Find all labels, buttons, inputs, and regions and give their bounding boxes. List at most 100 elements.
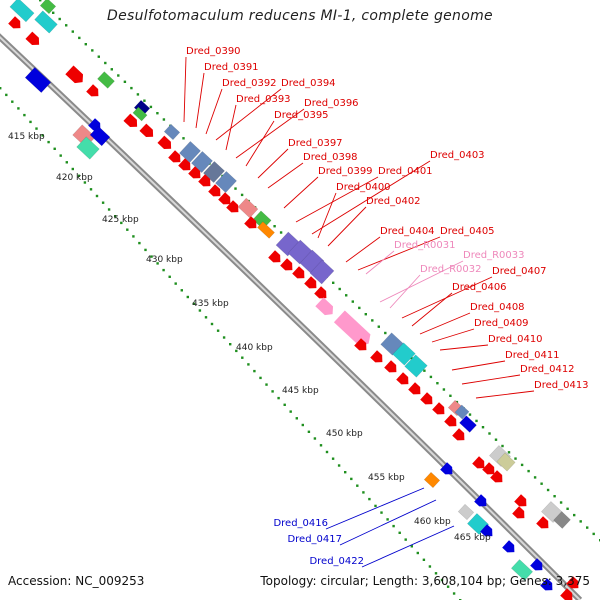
gene-label[interactable]: Dred_0411 <box>505 350 560 361</box>
gene-arrow <box>178 158 191 171</box>
gene-label[interactable]: Dred_0410 <box>488 334 543 345</box>
gene-label[interactable]: Dred_0397 <box>288 138 343 149</box>
gene-arrow <box>304 276 317 289</box>
outer-tick-dot <box>546 488 550 492</box>
scale-label: 455 kbp <box>368 473 405 483</box>
leader-line <box>295 176 379 223</box>
gene-label[interactable]: Dred_0400 <box>336 182 391 193</box>
outer-tick-dot <box>162 118 166 121</box>
feature-block <box>392 342 416 366</box>
gene-arrow <box>482 462 495 475</box>
gene-label[interactable]: Dred_0390 <box>186 46 241 57</box>
inner-tick-dot <box>277 396 280 400</box>
inner-tick-dot <box>101 201 105 204</box>
outer-tick-dot <box>442 388 446 391</box>
gene-label[interactable]: Dred_R0031 <box>394 240 456 251</box>
outer-tick-dot <box>514 457 517 460</box>
outer-tick-dot <box>384 331 387 335</box>
gene-label[interactable]: Dred_0408 <box>470 302 525 313</box>
inner-tick-dot <box>398 531 401 534</box>
gene-label[interactable]: Dred_0401 <box>378 166 433 177</box>
feature-block <box>237 197 259 219</box>
outer-tick-dot <box>573 513 576 517</box>
inner-tick-dot <box>337 464 341 467</box>
inner-tick-dot <box>241 356 244 359</box>
gene-arrow <box>502 540 515 553</box>
scale-label: 430 kbp <box>146 255 183 265</box>
outer-tick-dot <box>39 0 42 2</box>
inner-tick-dot <box>156 262 159 265</box>
gene-label[interactable]: Dred_0396 <box>304 98 359 109</box>
leader-line <box>205 88 223 135</box>
gene-label[interactable]: Dred_0395 <box>274 110 329 121</box>
leader-line <box>195 72 205 129</box>
inner-tick-dot <box>71 167 74 171</box>
gene-label[interactable]: Dred_R0032 <box>420 264 482 275</box>
gene-label[interactable]: Dred_0398 <box>303 152 358 163</box>
inner-tick-dot <box>235 349 238 353</box>
gene-label[interactable]: Dred_0405 <box>440 226 495 237</box>
gene-arrow <box>354 338 367 351</box>
scale-label: 415 kbp <box>8 132 45 142</box>
feature-block <box>163 123 181 141</box>
feature-block <box>496 452 516 472</box>
leader-line <box>235 108 305 159</box>
inner-tick-dot <box>313 437 317 440</box>
scale-label: 460 kbp <box>414 517 451 527</box>
gene-label[interactable]: Dred_0422 <box>309 556 364 567</box>
gene-label[interactable]: Dred_0391 <box>204 62 259 73</box>
outer-tick-dot <box>371 319 374 322</box>
outer-tick-dot <box>566 507 569 510</box>
gene-arrow <box>474 494 487 507</box>
inner-tick-dot <box>216 329 220 332</box>
gene-label[interactable]: Dred_0416 <box>273 518 328 529</box>
gene-arrow <box>472 456 485 469</box>
inner-tick-dot <box>452 592 456 595</box>
inner-tick-dot <box>368 497 371 501</box>
inner-tick-dot <box>17 107 20 110</box>
inner-tick-dot <box>301 423 304 427</box>
outer-tick-dot <box>65 24 68 27</box>
gene-label[interactable]: Dred_R0033 <box>463 250 525 261</box>
gene-label[interactable]: Dred_0402 <box>366 196 421 207</box>
gene-label[interactable]: Dred_0409 <box>474 318 529 329</box>
inner-tick-dot <box>89 188 93 191</box>
gene-arrow <box>280 258 293 271</box>
inner-tick-dot <box>114 215 117 218</box>
leader-line <box>431 328 475 343</box>
gene-arrow <box>157 135 172 150</box>
gene-arrow <box>408 382 421 395</box>
gene-label[interactable]: Dred_0417 <box>287 534 342 545</box>
outer-tick-dot <box>110 68 113 71</box>
gene-label[interactable]: Dred_0404 <box>380 226 435 237</box>
inner-tick-dot <box>410 545 413 548</box>
leader-line <box>257 148 289 179</box>
inner-tick-dot <box>380 511 383 514</box>
outer-tick-dot <box>586 526 589 529</box>
gene-label[interactable]: Dred_0407 <box>492 266 547 277</box>
gene-label[interactable]: Dred_0393 <box>236 94 291 105</box>
gene-label[interactable]: Dred_0399 <box>318 166 373 177</box>
inner-tick-dot <box>247 363 250 366</box>
gene-arrow <box>314 286 327 299</box>
gene-label[interactable]: Dred_0394 <box>281 78 336 89</box>
leader-line <box>379 260 464 303</box>
gene-arrow <box>540 578 553 591</box>
outer-tick-dot <box>494 438 498 441</box>
gene-label[interactable]: Dred_0406 <box>452 282 507 293</box>
gene-label[interactable]: Dred_0403 <box>430 150 485 161</box>
inner-tick-dot <box>404 538 407 541</box>
inner-tick-dot <box>253 369 256 373</box>
rrna-arrow <box>315 297 334 316</box>
outer-tick-dot <box>52 11 55 14</box>
inner-tick-dot <box>126 228 129 231</box>
feature-block <box>34 10 58 34</box>
gene-label[interactable]: Dred_0392 <box>222 78 277 89</box>
scale-label: 435 kbp <box>192 299 229 309</box>
gene-arrow <box>8 16 21 29</box>
leader-line <box>325 487 425 530</box>
feature-block <box>39 0 57 15</box>
gene-label[interactable]: Dred_0413 <box>534 380 589 391</box>
gene-label[interactable]: Dred_0412 <box>520 364 575 375</box>
